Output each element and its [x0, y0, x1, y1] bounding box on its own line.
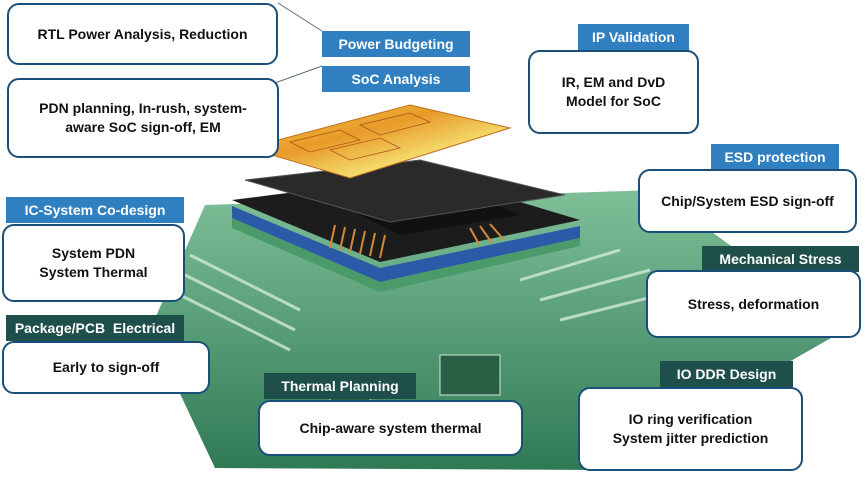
callout-text: System Thermal — [39, 264, 148, 280]
tag-ic-system-codesign: IC-System Co-design — [6, 197, 184, 223]
callout-text: System jitter prediction — [612, 430, 769, 446]
callout-box-esd-protection: Chip/System ESD sign-off — [638, 169, 857, 233]
callout-box-ic-system-codesign: System PDN System Thermal — [2, 224, 185, 302]
callout-text: IO ring verification — [628, 411, 753, 427]
callout-text: RTL Power Analysis, Reduction — [37, 25, 248, 42]
board-slots — [179, 248, 681, 352]
callout-text: Chip-aware system thermal — [299, 419, 482, 436]
callout-text: Chip/System ESD sign-off — [661, 192, 834, 209]
callout-text: PDN planning, In-rush, system- — [39, 100, 247, 116]
callout-box-soc-analysis: PDN planning, In-rush, system- aware SoC… — [7, 78, 279, 158]
callout-text: System PDN — [51, 245, 136, 261]
tag-power-budgeting: Power Budgeting — [322, 31, 470, 57]
tag-thermal-planning: Thermal Planning — [264, 373, 416, 399]
callout-box-ip-validation: IR, EM and DvD Model for SoC — [528, 50, 699, 134]
tag-esd-protection: ESD protection — [711, 144, 839, 170]
callout-text: Stress, deformation — [687, 295, 820, 312]
tag-ip-validation: IP Validation — [578, 24, 689, 50]
callout-text: IR, EM and DvD — [561, 74, 666, 90]
callout-box-io-ddr-design: IO ring verification System jitter predi… — [578, 387, 803, 471]
die-heatmap — [246, 104, 512, 179]
package-layer-blue — [232, 206, 580, 282]
tag-package-pcb-electrical: Package/PCB Electrical — [6, 315, 184, 341]
callout-box-mechanical-stress: Stress, deformation — [646, 270, 861, 338]
callout-text: Early to sign-off — [52, 359, 160, 375]
tag-soc-analysis: SoC Analysis — [322, 66, 470, 92]
tag-mechanical-stress: Mechanical Stress — [702, 246, 859, 272]
bond-wires — [329, 223, 505, 259]
die-blocks — [288, 112, 432, 161]
callout-box-thermal-planning: Chip-aware system thermal — [258, 400, 523, 456]
callout-text: Model for SoC — [566, 93, 661, 109]
callout-box-power-budgeting: RTL Power Analysis, Reduction — [7, 3, 278, 65]
board-chip — [439, 354, 501, 396]
package-layer-green — [232, 218, 580, 292]
tag-io-ddr-design: IO DDR Design — [660, 361, 793, 387]
callout-box-package-pcb-electrical: Early to sign-off — [2, 341, 210, 394]
callout-text: aware SoC sign-off, EM — [65, 119, 221, 135]
